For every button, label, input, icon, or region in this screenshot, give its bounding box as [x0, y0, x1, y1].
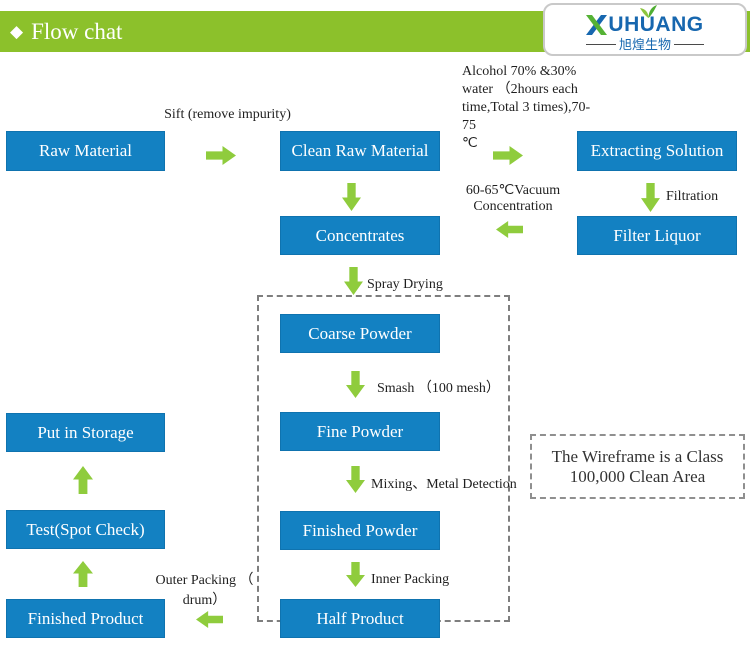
node-finished-product: Finished Product [6, 599, 165, 638]
arrow-up-finished-to-test-icon [73, 561, 93, 587]
label-vacuum-line1: 60-65℃Vacuum [465, 183, 561, 198]
arrow-down-clean-to-concentrates-icon [342, 183, 361, 211]
label-smash: Smash （100 mesh） [377, 381, 500, 396]
node-put-in-storage: Put in Storage [6, 413, 165, 452]
logo-subtitle: 旭煌生物 [585, 37, 704, 52]
subtitle-right-line [674, 44, 704, 45]
node-coarse-powder: Coarse Powder [280, 314, 440, 353]
brand-name: UHUANG [608, 13, 704, 36]
label-spray-drying: Spray Drying [367, 277, 443, 292]
node-finished-powder: Finished Powder [280, 511, 440, 550]
arrow-down-extracting-to-filter-icon [641, 183, 660, 212]
label-filtration: Filtration [666, 189, 719, 204]
note-line2: 100,000 Clean Area [569, 466, 706, 486]
node-half-product: Half Product [280, 599, 440, 638]
page-title-text: Flow chat [31, 18, 123, 44]
label-outer-packing-line1: Outer Packing （ [155, 573, 254, 588]
node-clean-raw-material: Clean Raw Material [280, 131, 440, 171]
node-extracting-solution: Extracting Solution [577, 131, 737, 171]
arrow-up-test-to-storage-icon [73, 466, 93, 494]
arrow-down-spray-drying-icon [344, 267, 363, 295]
diamond-icon: ◆ [10, 21, 24, 42]
note-line1: The Wireframe is a Class [551, 446, 724, 466]
arrow-left-half-to-finished-icon [196, 611, 223, 628]
subtitle-left-line [585, 44, 616, 45]
label-alcohol-line1: Alcohol 70% &30% [462, 64, 577, 79]
arrow-left-filter-to-concentrates-icon [496, 221, 523, 238]
clean-area-note: The Wireframe is a Class 100,000 Clean A… [530, 434, 745, 499]
company-logo: UHUANG 旭煌生物 [543, 3, 747, 56]
node-fine-powder: Fine Powder [280, 412, 440, 451]
label-outer-packing-line2: drum） [182, 593, 227, 608]
node-raw-material: Raw Material [6, 131, 165, 171]
node-test-spot-check: Test(Spot Check) [6, 510, 165, 549]
leaf-icon [640, 5, 658, 18]
node-concentrates: Concentrates [280, 216, 440, 255]
brand-row: UHUANG [586, 5, 704, 36]
label-alcohol-line4: ℃ [462, 136, 478, 151]
label-vacuum-concentration: 60-65℃Vacuum Concentration [448, 183, 578, 215]
arrow-right-raw-to-clean-icon [206, 146, 236, 165]
label-vacuum-line2: Concentration [473, 199, 553, 214]
subtitle-text: 旭煌生物 [618, 37, 671, 52]
label-sift: Sift (remove impurity) [164, 107, 291, 122]
label-outer-packing: Outer Packing （ drum） [152, 571, 257, 611]
label-alcohol-line2: water （2hours each [462, 82, 578, 97]
brand-x-icon [586, 15, 608, 35]
node-filter-liquor: Filter Liquor [577, 216, 737, 255]
label-mixing-metal-detection: Mixing、Metal Detection [371, 477, 517, 492]
label-inner-packing: Inner Packing [371, 572, 450, 587]
page-title: ◆ Flow chat [0, 19, 122, 45]
label-alcohol: Alcohol 70% &30% water （2hours each time… [462, 63, 597, 153]
label-alcohol-line3: time,Total 3 times),70-75 [462, 100, 591, 133]
